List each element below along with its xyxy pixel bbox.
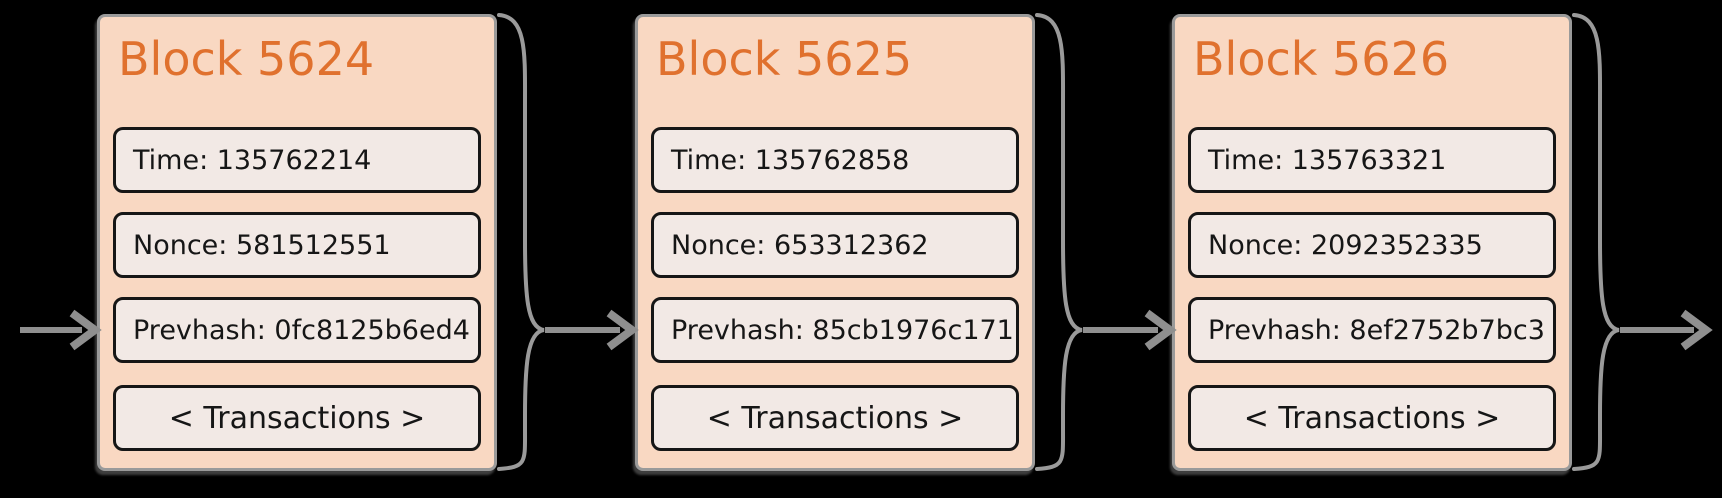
block-card-5626: Block 5626 Time: 135763321 Nonce: 209235… [1172,14,1572,471]
prevhash-text: Prevhash: 8ef2752b7bc3 [1208,314,1545,346]
block-card-5625: Block 5625 Time: 135762858 Nonce: 653312… [635,14,1035,471]
time-text: Time: 135763321 [1208,144,1447,176]
time-text: Time: 135762858 [671,144,910,176]
block-card-5624: Block 5624 Time: 135762214 Nonce: 581512… [97,14,497,471]
time-field: Time: 135762214 [113,127,481,193]
nonce-text: Nonce: 2092352335 [1208,229,1483,261]
prevhash-text: Prevhash: 0fc8125b6ed4 [133,314,470,346]
nonce-text: Nonce: 653312362 [671,229,929,261]
time-text: Time: 135762214 [133,144,372,176]
arrow-right-icon [1620,309,1713,351]
hash-funnel-brace [1572,13,1620,471]
arrow-right-icon [1083,309,1177,351]
prevhash-text: Prevhash: 85cb1976c171 [671,314,1014,346]
block-title: Block 5625 [656,32,913,86]
nonce-field: Nonce: 581512551 [113,212,481,278]
block-title: Block 5624 [118,32,375,86]
arrow-right-icon [20,309,102,351]
hash-funnel-brace [497,13,545,471]
transactions-label: < Transactions > [168,400,426,436]
arrow-right-icon [545,309,639,351]
time-field: Time: 135762858 [651,127,1019,193]
block-title: Block 5626 [1193,32,1450,86]
transactions-label: < Transactions > [706,400,964,436]
nonce-text: Nonce: 581512551 [133,229,391,261]
transactions-button[interactable]: < Transactions > [1188,385,1556,451]
prevhash-field: Prevhash: 0fc8125b6ed4 [113,297,481,363]
nonce-field: Nonce: 653312362 [651,212,1019,278]
hash-funnel-brace [1035,13,1083,471]
prevhash-field: Prevhash: 85cb1976c171 [651,297,1019,363]
nonce-field: Nonce: 2092352335 [1188,212,1556,278]
transactions-button[interactable]: < Transactions > [113,385,481,451]
transactions-label: < Transactions > [1243,400,1501,436]
time-field: Time: 135763321 [1188,127,1556,193]
prevhash-field: Prevhash: 8ef2752b7bc3 [1188,297,1556,363]
transactions-button[interactable]: < Transactions > [651,385,1019,451]
